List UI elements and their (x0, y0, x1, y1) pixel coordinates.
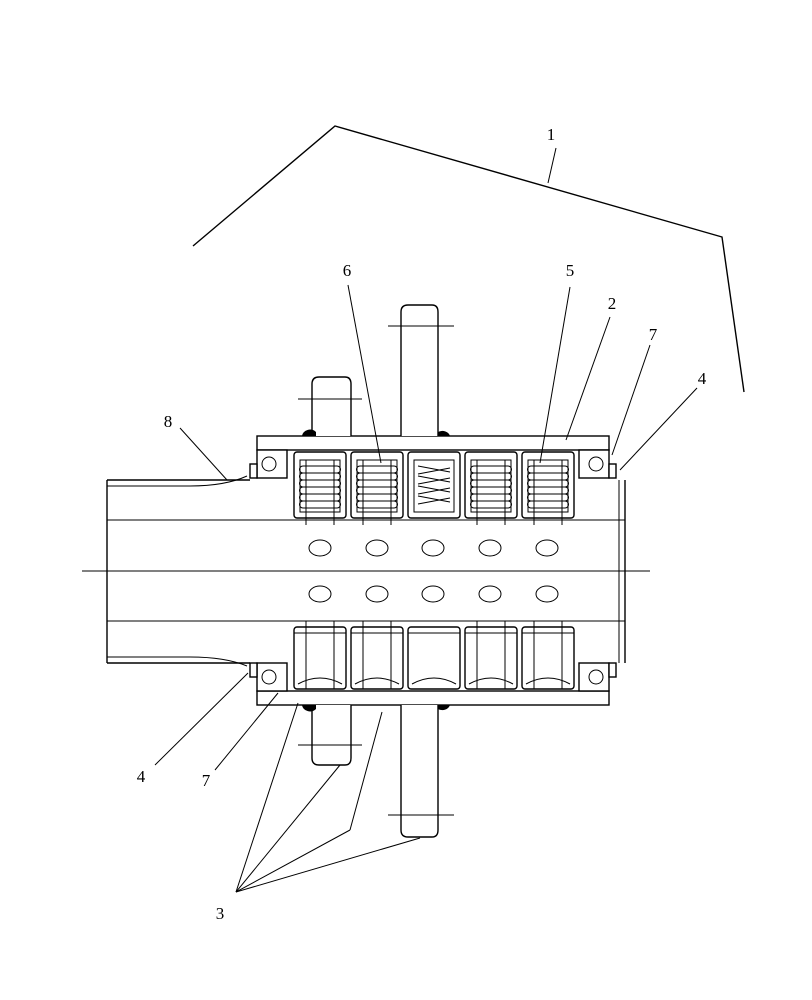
lower-piston-5 (521, 621, 575, 690)
gear-shaft-top-long (388, 304, 454, 436)
spring-piston-1 (293, 451, 347, 525)
label-2: 2 (608, 294, 617, 313)
lower-piston-4 (464, 621, 518, 690)
leader-lines (154, 284, 698, 893)
gear-shaft-bottom-short (298, 705, 362, 766)
assembly-bracket-1 (192, 125, 745, 393)
bearing-top-right (578, 449, 617, 479)
label-4-right: 4 (698, 369, 707, 388)
bearing-bottom-left (249, 662, 288, 692)
oil-holes (308, 539, 559, 603)
lower-piston-1 (293, 621, 347, 690)
label-7-left: 7 (202, 771, 211, 790)
gear-shaft-bottom-long (388, 705, 454, 838)
spring-piston-3 (407, 451, 461, 519)
label-5: 5 (566, 261, 575, 280)
main-shaft (82, 475, 650, 667)
housing-bottom-plate (256, 690, 610, 706)
label-7-right: 7 (649, 325, 658, 344)
lower-piston-2 (350, 621, 404, 690)
bearing-top-left (249, 449, 288, 479)
lower-piston-3 (407, 626, 461, 690)
label-8: 8 (164, 412, 173, 431)
spring-piston-5 (521, 451, 575, 525)
label-1: 1 (547, 125, 556, 144)
label-3: 3 (216, 904, 225, 923)
label-6: 6 (343, 261, 352, 280)
housing-top-plate (256, 435, 610, 451)
spring-piston-2 (350, 451, 404, 525)
spring-piston-4 (464, 451, 518, 525)
label-4-left: 4 (137, 767, 146, 786)
gear-shaft-top-short (298, 376, 362, 436)
bearing-bottom-right (578, 662, 617, 692)
